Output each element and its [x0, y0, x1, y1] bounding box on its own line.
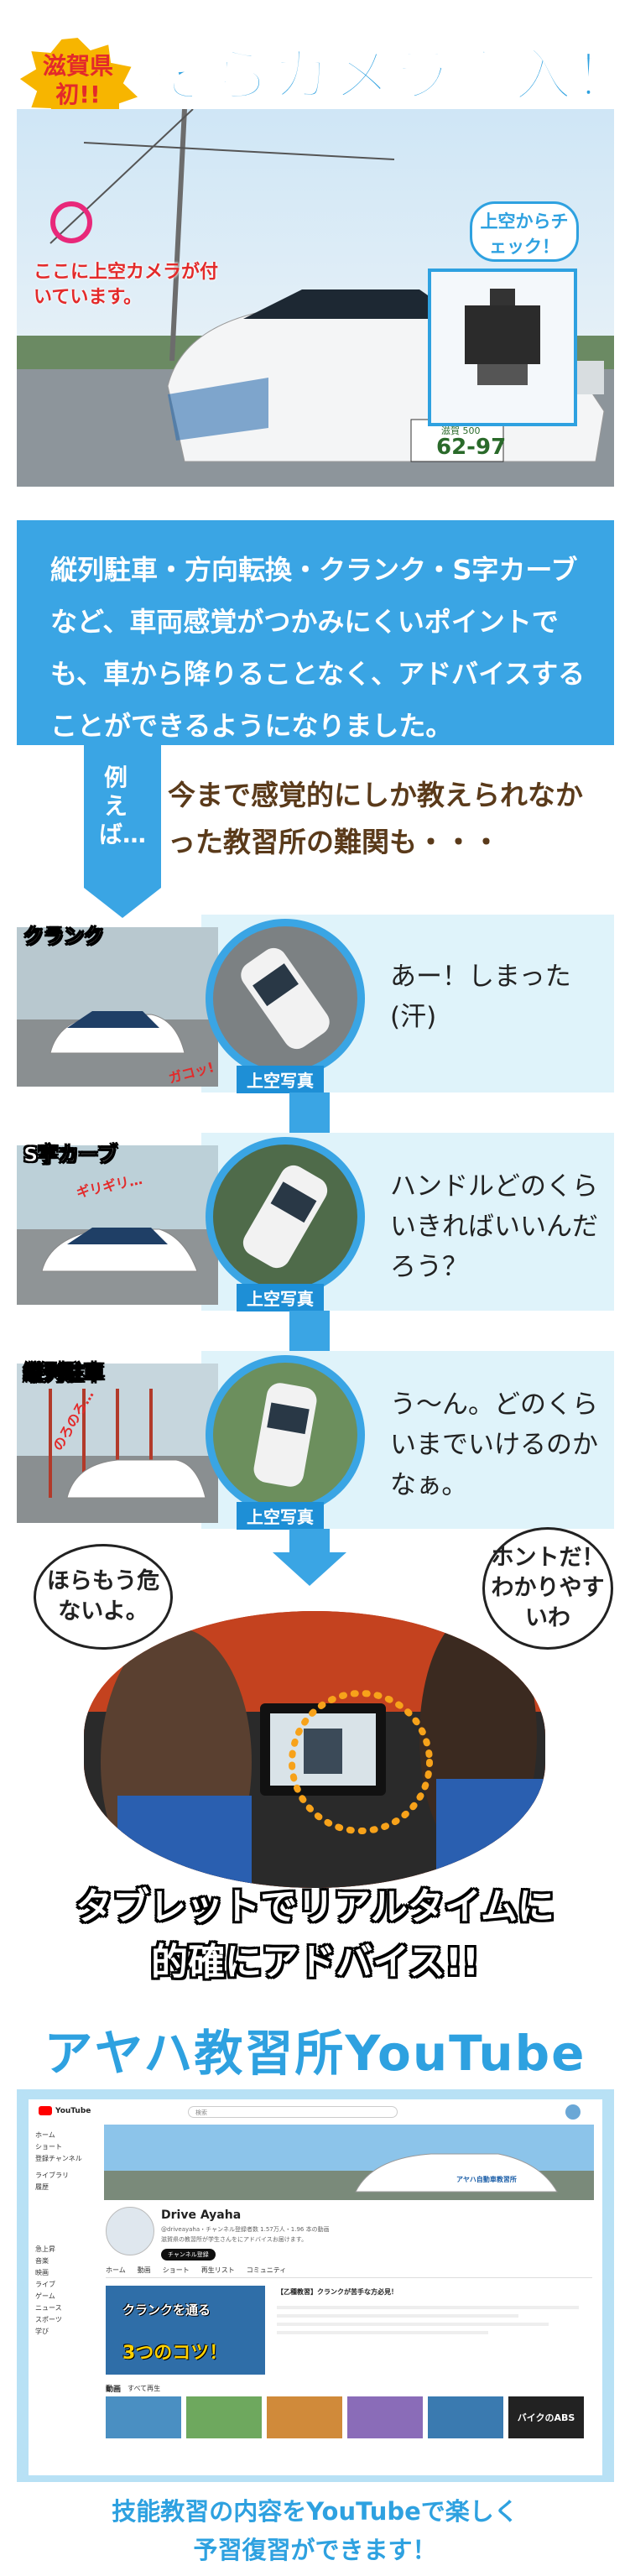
sidebar-item[interactable]: 学び: [35, 2328, 49, 2335]
video-thumb[interactable]: [347, 2396, 423, 2438]
panel-s-curve-tag: S字カーブ: [23, 1143, 118, 1167]
panel-s-curve-photo: [17, 1145, 218, 1305]
sidebar-item[interactable]: ゲーム: [35, 2292, 55, 2300]
right-speech-bubble: ホントだ！わかりやすいわ: [482, 1527, 613, 1650]
panel-crank-aerial: [206, 919, 365, 1078]
search-input[interactable]: 検索: [188, 2106, 398, 2118]
camera-icon: [465, 289, 540, 385]
camera-closeup: [428, 269, 577, 426]
sidebar: ホーム ショート 登録チャンネル ライブラリ 履歴 急上昇 音楽 映画 ライブ …: [35, 2130, 94, 2338]
panel-parallel-photo-label: 上空写真: [237, 1502, 324, 1530]
channel-name: Drive Ayaha: [161, 2208, 242, 2222]
channel-meta: @driveayaha・チャンネル登録者数 1.57万人・1.96 本の動画: [161, 2226, 330, 2233]
channel-desc: 滋賀県の教習所が学生さんをにアドバイスお届けます。: [161, 2236, 308, 2243]
panel-crank-tag: クランク: [23, 925, 105, 949]
panel-crank-photo: [17, 927, 218, 1087]
divider: [106, 2277, 592, 2278]
video-shelf-header: 動画 すべて再生: [106, 2383, 160, 2394]
youtube-logo[interactable]: YouTube: [39, 2106, 91, 2115]
page-title: そらカメラ導入！: [150, 40, 630, 112]
panel-s-curve-photo-label: 上空写真: [237, 1284, 324, 1311]
panel-s-curve-speech: ハンドルどのくらいきればいいんだろう？: [390, 1171, 598, 1282]
avatar[interactable]: [565, 2104, 581, 2120]
tablet-caption-line2: 的確にアドバイス!!: [151, 1941, 479, 1984]
tab-home[interactable]: ホーム: [106, 2266, 126, 2274]
sidebar-item[interactable]: 履歴: [35, 2183, 49, 2191]
play-all-button[interactable]: すべて再生: [128, 2385, 161, 2392]
sidebar-item[interactable]: ホーム: [35, 2131, 55, 2139]
panel-parallel-speech: う〜ん。どのくらいまでいけるのかなぁ。: [390, 1390, 598, 1500]
footer-line1: 技能教習の内容をYouTubeで楽しく: [112, 2497, 518, 2526]
video-overlay-1: クランクを通る: [122, 2302, 211, 2318]
youtube-play-icon: [39, 2106, 52, 2115]
camera-note: ここに上空カメラが付いています。: [34, 262, 219, 308]
video-thumb[interactable]: [267, 2396, 342, 2438]
video-thumb[interactable]: [186, 2396, 262, 2438]
panel-crank-speech: あー！しまった(汗): [390, 962, 571, 1032]
panel-crank-photo-label: 上空写真: [237, 1066, 324, 1093]
sidebar-item[interactable]: ライブ: [35, 2281, 55, 2288]
video-thumb[interactable]: [428, 2396, 503, 2438]
tab-community[interactable]: コミュニティ: [246, 2266, 287, 2274]
arrow-down-icon: [84, 888, 161, 918]
plate-top: 滋賀 500: [441, 425, 481, 436]
panel-parallel-aerial: [206, 1355, 365, 1515]
plate-number: 62-97: [436, 435, 507, 460]
channel-tabs: ホーム 動画 ショート 再生リスト コミュニティ: [106, 2266, 286, 2275]
sidebar-item[interactable]: スポーツ: [35, 2316, 62, 2323]
arrow-down-icon: [273, 1552, 346, 1586]
tablet-caption: タブレットでリアルタイムに 的確にアドバイス!!: [0, 1880, 630, 1990]
camera-marker-icon: [50, 201, 92, 243]
tab-shorts[interactable]: ショート: [162, 2266, 190, 2274]
video-thumb[interactable]: [106, 2396, 181, 2438]
tablet-caption-line1: タブレットでリアルタイムに: [75, 1885, 555, 1928]
footer-note: 技能教習の内容をYouTubeで楽しく 予習復習ができます！: [0, 2492, 630, 2569]
featured-video-thumb[interactable]: クランクを通る 3つのコツ！: [106, 2286, 265, 2375]
sidebar-item[interactable]: ショート: [35, 2143, 62, 2151]
featured-video-title[interactable]: 【乙種教習】クランクが苦手な方必見！: [277, 2288, 398, 2296]
dotted-ring-icon: [289, 1690, 433, 1834]
check-bubble: 上空からチェック！: [470, 201, 579, 262]
sidebar-item[interactable]: 映画: [35, 2269, 49, 2276]
video-overlay-2: 3つのコツ！: [122, 2343, 228, 2364]
panel-parallel-photo: [17, 1364, 218, 1523]
sidebar-item[interactable]: 音楽: [35, 2257, 49, 2265]
video-shelf: バイクのABS: [106, 2396, 584, 2438]
connector: [289, 1092, 330, 1134]
badge-text: 滋賀県初!!: [42, 52, 113, 108]
example-label: 例えば…: [99, 764, 147, 848]
intro-text: 縦列駐車・方向転換・クランク・S字カーブなど、車両感覚がつかみにくいポイントでも…: [50, 554, 586, 742]
banner-text: アヤハ自動車教習所: [456, 2176, 517, 2183]
youtube-logo-text: YouTube: [55, 2106, 91, 2115]
featured-video-desc: [277, 2301, 579, 2360]
tab-videos[interactable]: 動画: [137, 2266, 151, 2274]
panel-parallel-tag: 縦列駐車: [23, 1361, 105, 1385]
sidebar-item[interactable]: ニュース: [35, 2304, 62, 2312]
intro-lead: 今まで感覚的にしか教えられなかった教習所の難関も・・・: [168, 779, 583, 858]
example-label-bg: [84, 745, 161, 888]
connector: [289, 1529, 330, 1552]
subscribe-button[interactable]: チャンネル登録: [161, 2249, 216, 2261]
channel-banner: アヤハ自動車教習所: [104, 2125, 594, 2200]
video-thumb[interactable]: バイクのABS: [508, 2396, 584, 2438]
shelf-label: 動画: [106, 2386, 122, 2394]
tab-playlists[interactable]: 再生リスト: [200, 2266, 235, 2274]
tablet-photo: [84, 1611, 545, 1888]
sidebar-item[interactable]: ライブラリ: [35, 2172, 69, 2179]
youtube-screenshot: YouTube 検索 ホーム ショート 登録チャンネル ライブラリ 履歴 急上昇…: [29, 2099, 602, 2475]
left-speech-bubble: ほらもう危ないよ。: [34, 1544, 173, 1650]
footer-line2: 予習復習ができます！: [193, 2536, 437, 2564]
youtube-section-title: アヤハ教習所YouTube: [44, 2025, 586, 2082]
intro-box: [17, 520, 614, 745]
panel-s-curve-aerial: [206, 1137, 365, 1296]
sidebar-item[interactable]: 登録チャンネル: [35, 2155, 82, 2162]
channel-avatar: [106, 2207, 154, 2255]
connector: [289, 1311, 330, 1353]
sidebar-item[interactable]: 急上昇: [35, 2245, 55, 2253]
